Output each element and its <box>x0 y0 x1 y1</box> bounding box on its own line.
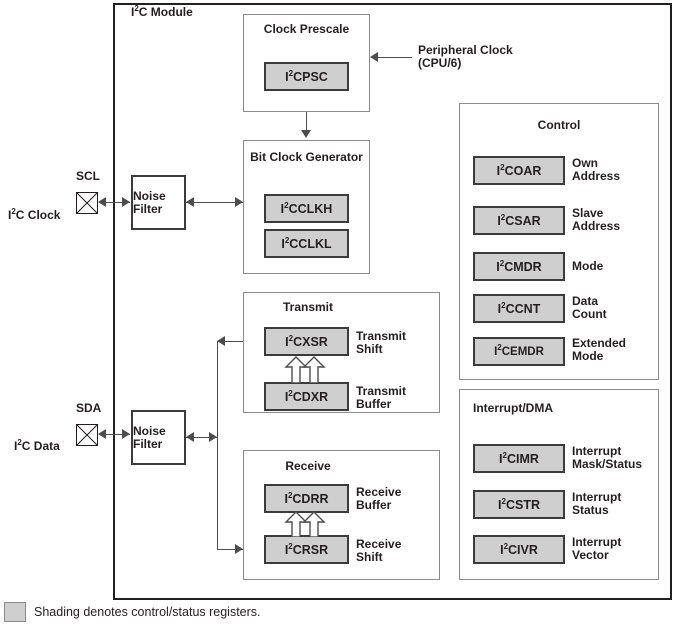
scl-pin-x-box-icon <box>76 192 98 214</box>
control-panel <box>459 103 659 380</box>
register-i2cmdr-label: I2CMDR <box>496 258 542 274</box>
noise-filter-sda: Noise Filter <box>131 410 186 465</box>
interrupt-status-label: Interrupt Status <box>572 490 622 517</box>
prescale-to-bitclock-line <box>306 112 307 132</box>
noise-filter-scl: Noise Filter <box>131 175 186 230</box>
sda-pin-x-box-icon <box>76 424 98 446</box>
register-i2cdxr[interactable]: I2CDXR <box>264 382 349 411</box>
sda-pin-label: SDA <box>76 401 102 415</box>
register-i2ccnt[interactable]: I2CCNT <box>473 294 565 323</box>
receive-flow-arrow-icon <box>283 511 331 537</box>
register-i2cclkh-label: I2CCLKH <box>280 200 333 216</box>
receive-buffer-label: Receive Buffer <box>356 485 402 512</box>
module-title: I2C Module <box>131 4 193 19</box>
sda-filter-in-arrowhead-icon <box>122 429 130 439</box>
peripheral-clock-label: Peripheral Clock (CPU/6) <box>418 43 513 70</box>
sda-vertical-bus <box>217 341 218 549</box>
sda-pin-arrowhead-icon <box>98 429 106 439</box>
noise-filter-scl-label: Noise Filter <box>133 188 166 216</box>
register-i2coar[interactable]: I2COAR <box>473 156 565 185</box>
interrupt-vector-label: Interrupt Vector <box>572 535 622 562</box>
receive-title: Receive <box>285 459 331 473</box>
register-i2cimr[interactable]: I2CIMR <box>473 444 565 473</box>
register-i2cclkl-label: I2CCLKL <box>281 235 332 251</box>
register-i2cstr[interactable]: I2CSTR <box>473 490 565 519</box>
transmit-shift-label: Transmit Shift <box>356 329 407 356</box>
register-i2cmdr[interactable]: I2CMDR <box>473 252 565 281</box>
bus-to-transmit-shift-line <box>217 341 264 342</box>
control-extended-mode-label: Extended Mode <box>572 336 627 363</box>
register-i2csar-label: I2CSAR <box>497 212 541 228</box>
noise-filter-sda-label: Noise Filter <box>133 423 166 451</box>
prescale-to-bitclock-arrowhead-icon <box>301 130 311 138</box>
legend-text: Shading denotes control/status registers… <box>34 605 261 619</box>
register-i2csar[interactable]: I2CSAR <box>473 206 565 235</box>
scl-bitclock-right-arrowhead-icon <box>235 197 243 207</box>
scl-pin-bus-line <box>106 202 130 203</box>
register-i2coar-label: I2COAR <box>496 162 542 178</box>
scl-filter-left-arrowhead-icon <box>186 197 194 207</box>
register-i2cxsr[interactable]: I2CXSR <box>264 327 349 356</box>
sda-pin-bus-line <box>106 434 130 435</box>
register-i2cimr-label: I2CIMR <box>499 450 539 466</box>
register-i2cclkh[interactable]: I2CCLKH <box>264 194 349 223</box>
register-i2civr[interactable]: I2CIVR <box>473 535 565 564</box>
receive-shift-arrowhead-icon <box>235 544 243 554</box>
control-own-address-label: Own Address <box>572 156 621 183</box>
transmit-buffer-label: Transmit Buffer <box>356 384 407 411</box>
interrupt-mask-status-label: Interrupt Mask/Status <box>572 444 643 471</box>
bit-clock-generator-title: Bit Clock Generator <box>250 150 363 164</box>
register-i2cdrr[interactable]: I2CDRR <box>264 484 349 513</box>
sda-filter-left-arrowhead-icon <box>186 432 194 442</box>
transmit-title: Transmit <box>282 300 333 314</box>
register-i2ccnt-label: I2CCNT <box>497 300 541 316</box>
register-i2cclkl[interactable]: I2CCLKL <box>264 229 349 258</box>
scl-signal-label: I2C Clock <box>8 207 61 222</box>
register-i2cpsc-label: I2CPSC <box>285 68 328 84</box>
sda-signal-label: I2C Data <box>14 438 60 453</box>
control-slave-address-label: Slave Address <box>572 206 621 233</box>
peripheral-clock-line <box>378 57 412 58</box>
sda-bus-right-arrowhead-icon <box>209 432 217 442</box>
transmit-flow-arrow-icon <box>283 356 331 383</box>
register-i2cpsc[interactable]: I2CPSC <box>264 62 349 91</box>
register-i2civr-label: I2CIVR <box>500 541 538 557</box>
scl-pin-label: SCL <box>76 169 100 183</box>
scl-pin-arrowhead-icon <box>98 197 106 207</box>
control-title: Control <box>537 118 581 132</box>
control-data-count-label: Data Count <box>572 294 607 321</box>
register-i2crsr-label: I2CRSR <box>284 541 329 557</box>
peripheral-clock-arrowhead-icon <box>370 52 378 62</box>
register-i2crsr[interactable]: I2CRSR <box>264 535 349 564</box>
scl-filter-in-arrowhead-icon <box>122 197 130 207</box>
register-i2cdxr-label: I2CDXR <box>284 388 329 404</box>
receive-shift-label: Receive Shift <box>356 537 402 564</box>
transmit-shift-arrowhead-icon <box>217 336 225 346</box>
interrupt-dma-title: Interrupt/DMA <box>473 401 553 415</box>
register-i2cemdr-label: I2CEMDR <box>494 342 544 358</box>
register-i2cstr-label: I2CSTR <box>498 496 540 512</box>
register-i2cemdr[interactable]: I2CEMDR <box>473 337 565 366</box>
clock-prescale-title: Clock Prescale <box>263 22 350 36</box>
sda-filter-to-bus-line <box>186 437 218 438</box>
scl-filter-to-bitclock-line <box>186 202 243 203</box>
control-mode-label: Mode <box>572 259 604 273</box>
legend-shading-swatch <box>4 602 26 622</box>
register-i2cxsr-label: I2CXSR <box>285 333 328 349</box>
register-i2cdrr-label: I2CDRR <box>284 490 329 506</box>
i2c-module-frame <box>113 3 672 600</box>
